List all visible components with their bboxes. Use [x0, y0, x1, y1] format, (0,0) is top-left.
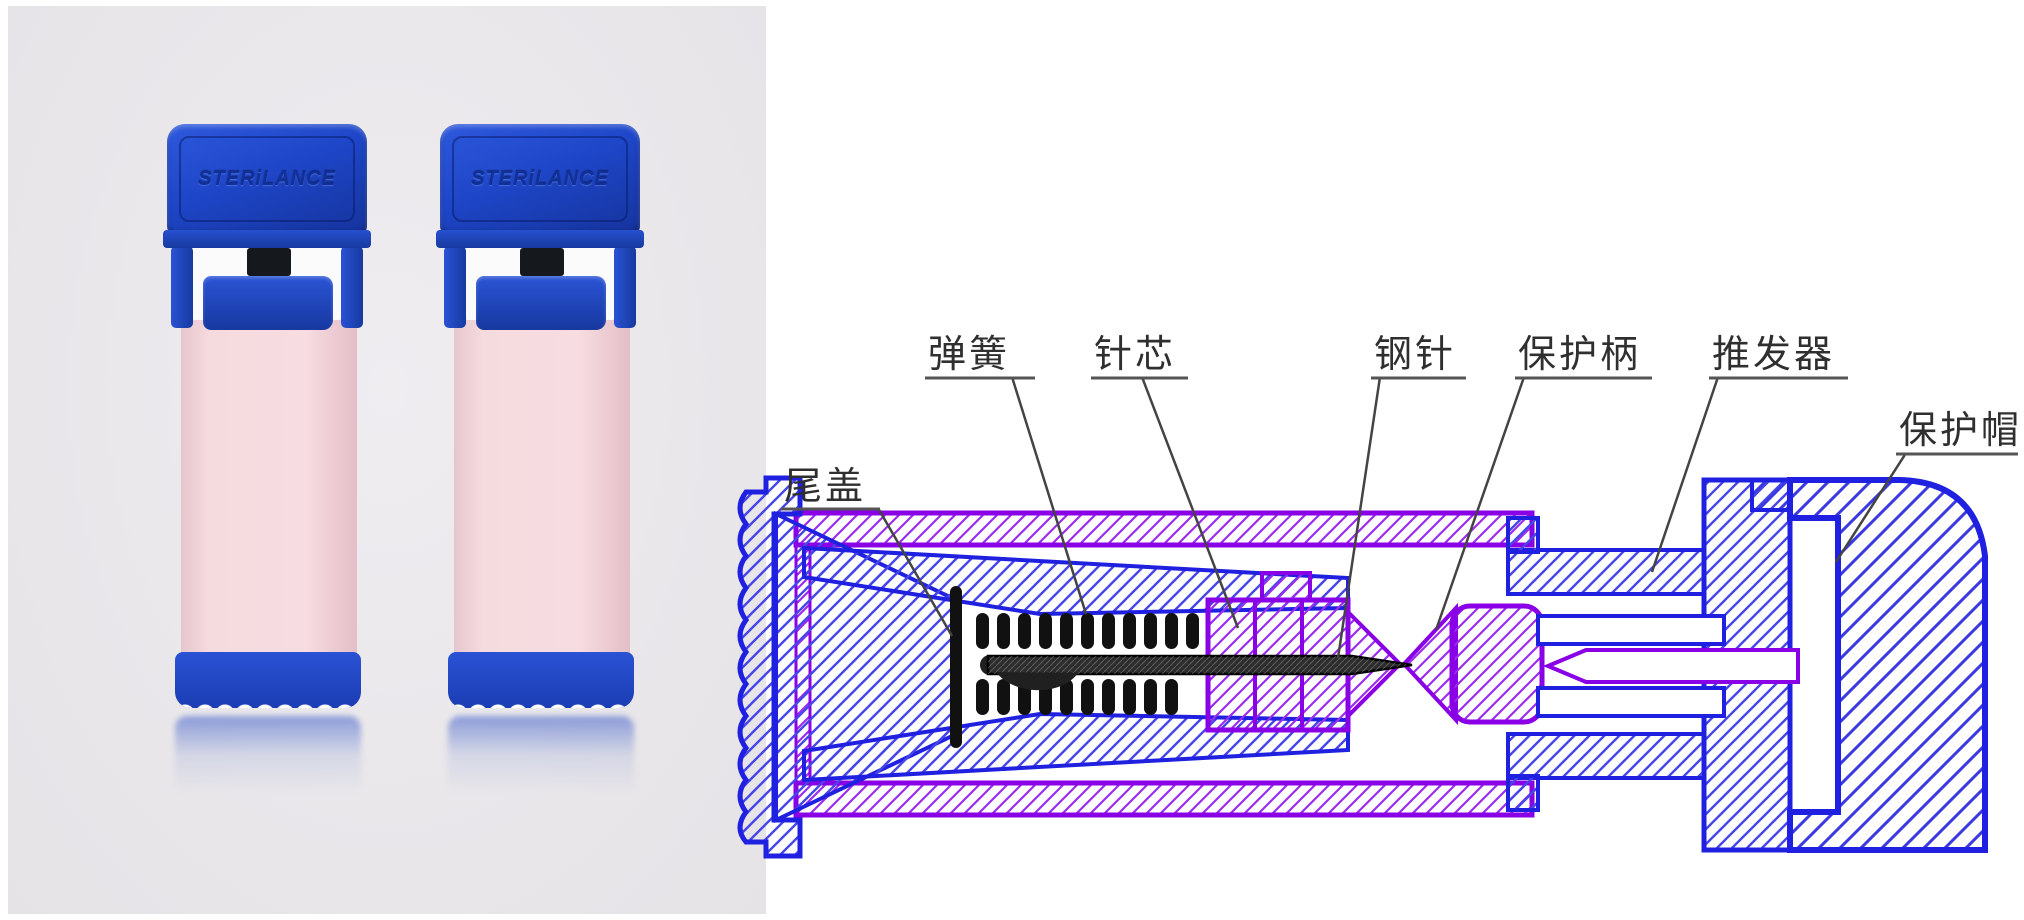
- protective-cap-part: [1750, 477, 1988, 853]
- label-tail-cap: 尾盖: [784, 466, 866, 508]
- safety-lancet-2: STERiLANCE: [436, 124, 648, 824]
- lancet-frame-right: [614, 246, 636, 328]
- lancet-frame-left: [171, 246, 193, 328]
- steel-needle-part: [980, 654, 1413, 691]
- lancet-reflection: [175, 716, 361, 802]
- label-spring: 弹簧: [928, 334, 1010, 376]
- lancet-stem: [247, 248, 291, 276]
- lancet-body: [454, 300, 630, 662]
- pusher-part: [1506, 477, 1800, 853]
- lancet-cap: STERiLANCE: [440, 124, 640, 236]
- lancet-trigger-block: [476, 276, 606, 330]
- lancet-stem: [520, 248, 564, 276]
- label-needle-core: 针芯: [1094, 334, 1176, 376]
- brand-text: STERiLANCE: [198, 167, 336, 190]
- label-underlines: [781, 376, 2018, 511]
- brand-text: STERiLANCE: [471, 167, 609, 190]
- lancet-trigger-block: [203, 276, 333, 330]
- label-protective-handle: 保护柄: [1518, 334, 1641, 376]
- lancet-frame-right: [341, 246, 363, 328]
- lancet-cap-flare: [163, 230, 371, 248]
- lancet-cap: STERiLANCE: [167, 124, 367, 236]
- label-pusher: 推发器: [1712, 334, 1835, 376]
- lancet-cap-panel: STERiLANCE: [452, 136, 628, 222]
- label-protective-cap: 保护帽: [1899, 410, 2022, 452]
- protective-handle-part: [1449, 603, 1545, 725]
- lancet-body: [181, 300, 357, 662]
- lancet-base-scallop-edge: [175, 690, 361, 708]
- label-steel-needle: 钢针: [1374, 334, 1456, 376]
- lancet-cap-flare: [436, 230, 644, 248]
- lancet-cap-panel: STERiLANCE: [179, 136, 355, 222]
- lancet-base: [448, 652, 634, 708]
- lancet-reflection: [448, 716, 634, 802]
- lancet-base-scallop-edge: [448, 690, 634, 708]
- lancet-frame-left: [444, 246, 466, 328]
- leader-lines: [876, 376, 1908, 659]
- safety-lancet-1: STERiLANCE: [163, 124, 375, 824]
- lancet-base: [175, 652, 361, 708]
- product-photo-panel: STERiLANCE STERiLANCE: [8, 6, 766, 914]
